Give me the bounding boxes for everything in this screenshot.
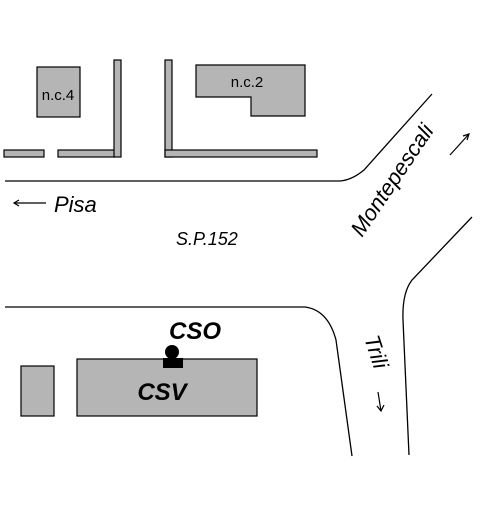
road-network [5, 93, 473, 457]
direction-trili: Trili [359, 332, 394, 413]
building-nc4-label: n.c.4 [42, 87, 75, 104]
direction-trili-label: Trili [359, 332, 394, 373]
building-csv: CSV [76, 358, 258, 417]
direction-montepescali: Montepescali [345, 118, 470, 241]
marker-cso-label: CSO [169, 318, 221, 345]
building-nc2: n.c.2 [195, 64, 306, 117]
wall-left-block [3, 59, 122, 158]
small-building [20, 365, 55, 417]
marker-cso: CSO [163, 318, 221, 368]
building-nc2-label: n.c.2 [231, 74, 264, 91]
direction-pisa: Pisa [12, 192, 97, 217]
building-csv-label: CSV [137, 379, 188, 406]
cso-base-icon [163, 358, 183, 368]
direction-montepescali-label: Montepescali [345, 118, 439, 240]
road-sp152-label: S.P.152 [176, 229, 238, 249]
building-nc4: n.c.4 [36, 66, 81, 118]
direction-pisa-label: Pisa [54, 192, 97, 217]
wall-right-block [164, 59, 318, 158]
cso-point-icon [165, 345, 179, 359]
